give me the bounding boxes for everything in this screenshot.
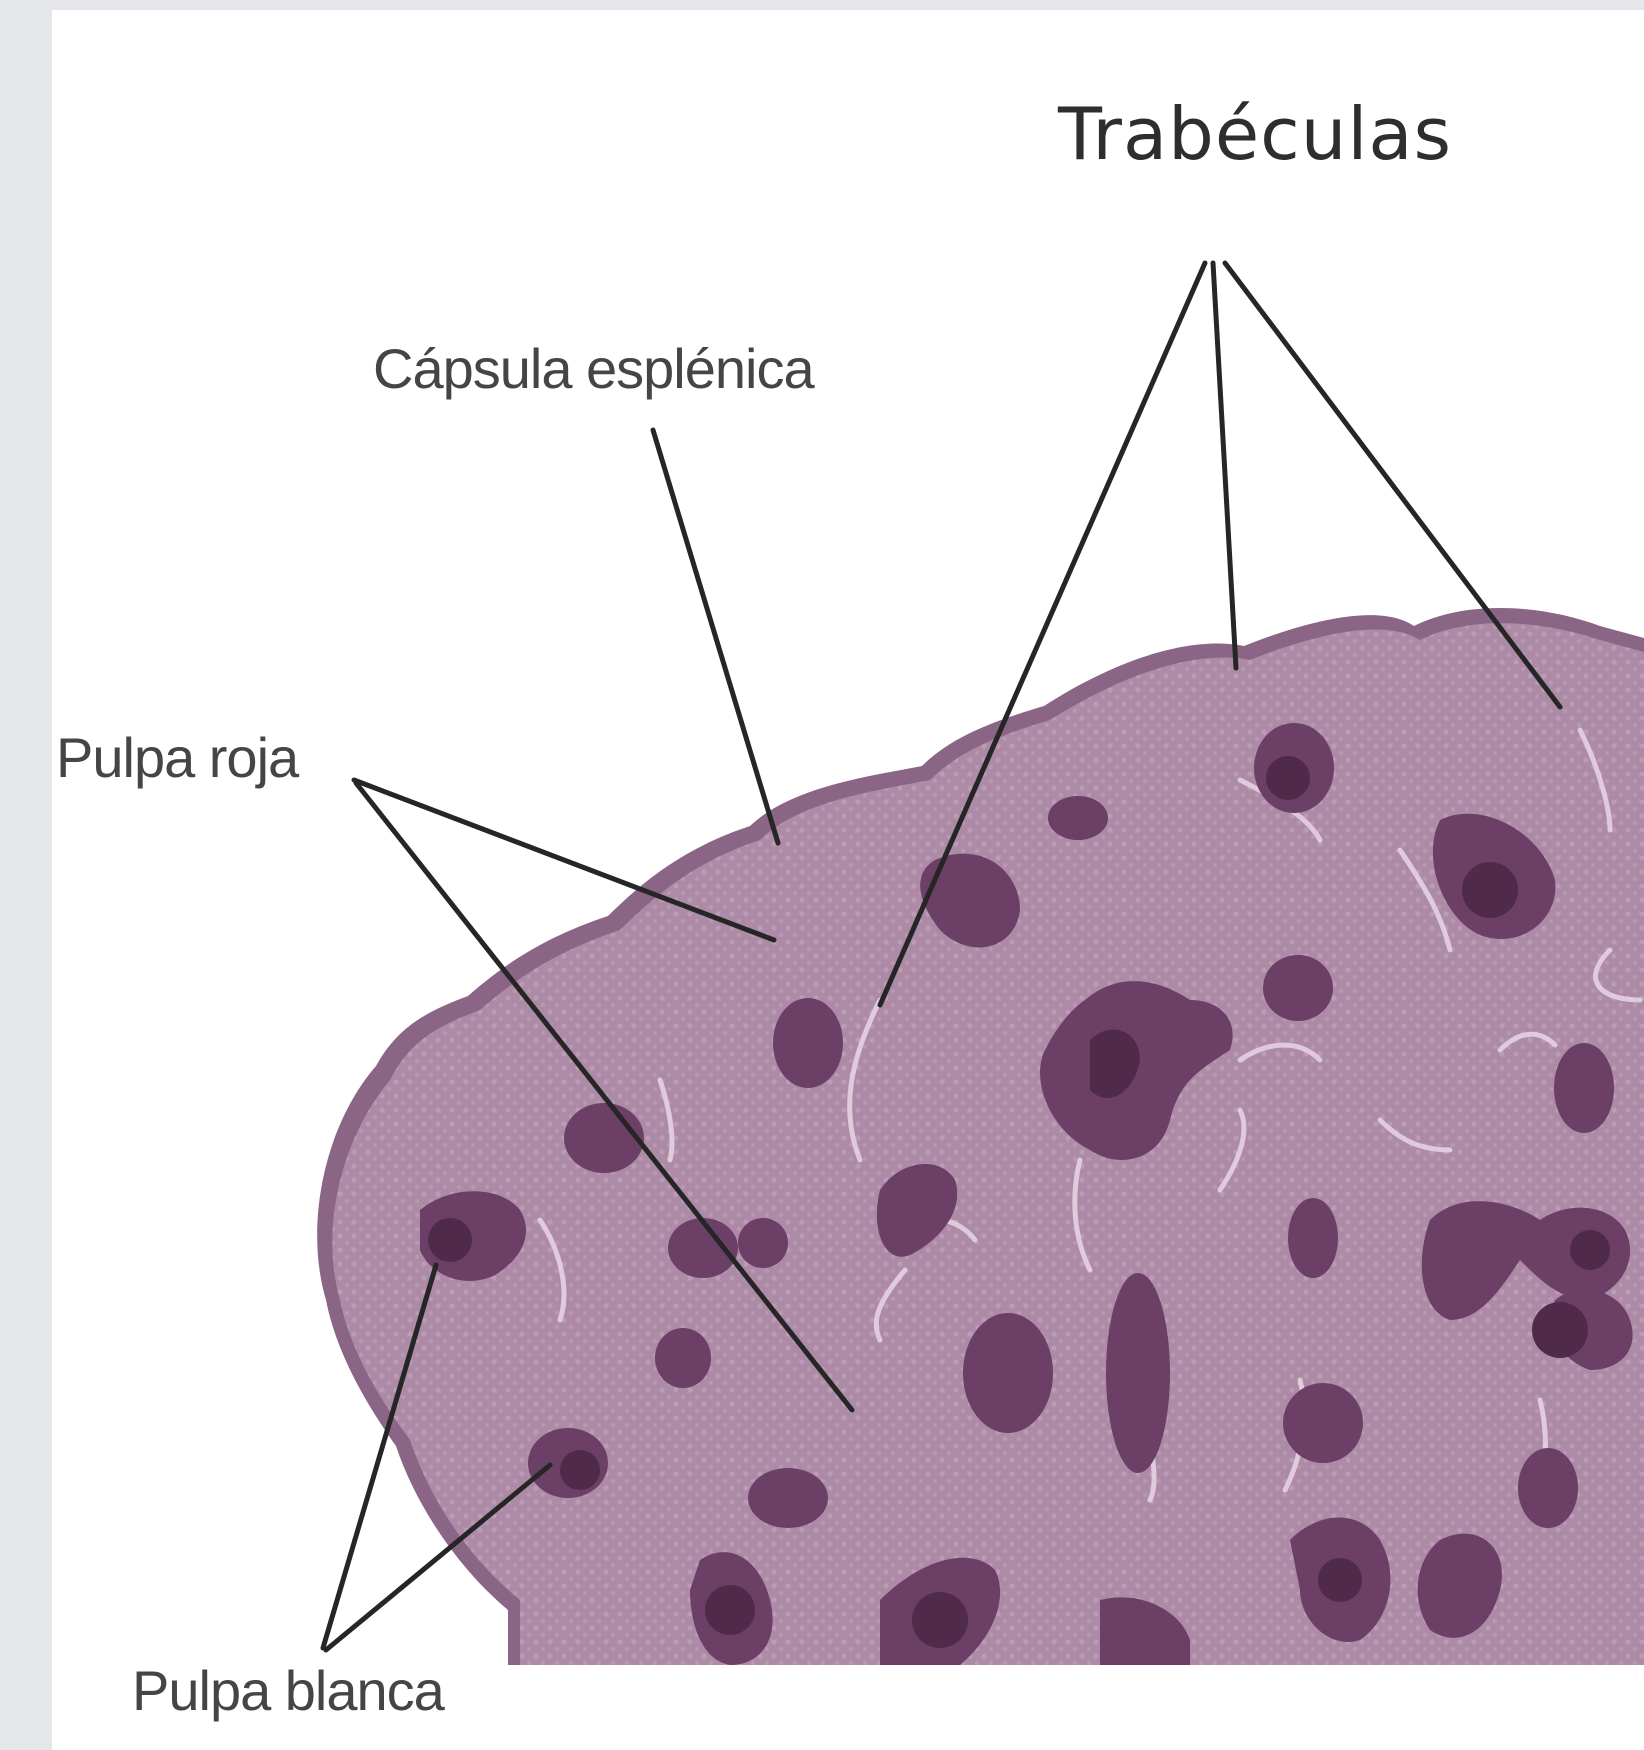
white-pulp-nodule <box>748 1468 828 1528</box>
white-pulp-centre <box>560 1450 600 1490</box>
white-pulp-nodule <box>1554 1043 1614 1133</box>
white-pulp-nodule <box>1263 955 1333 1021</box>
leader-line-trabeculas <box>1213 263 1236 668</box>
white-pulp-centre <box>1318 1558 1362 1602</box>
white-pulp-nodule <box>1283 1383 1363 1463</box>
white-pulp-nodule <box>668 1218 738 1278</box>
white-pulp-nodule <box>1518 1448 1578 1528</box>
white-pulp-nodule <box>738 1218 788 1268</box>
white-pulp-nodule <box>773 998 843 1088</box>
white-pulp-nodule <box>655 1328 711 1388</box>
white-pulp-centre <box>705 1585 755 1635</box>
white-pulp-centre <box>1462 862 1518 918</box>
white-pulp-nodule <box>1288 1198 1338 1278</box>
white-pulp-centre <box>912 1592 968 1648</box>
label-capsula-esplenica: Cápsula esplénica <box>373 336 814 401</box>
white-pulp-nodule <box>1048 796 1108 840</box>
white-pulp-centre <box>428 1218 472 1262</box>
label-trabeculas: Trabéculas <box>1058 92 1452 176</box>
white-pulp-centre <box>1570 1230 1610 1270</box>
white-pulp-nodule <box>963 1313 1053 1433</box>
white-pulp-centre <box>1532 1302 1588 1358</box>
label-pulpa-roja: Pulpa roja <box>56 725 298 790</box>
white-pulp-nodule <box>1106 1273 1170 1473</box>
white-pulp-centre <box>1266 756 1310 800</box>
label-pulpa-blanca: Pulpa blanca <box>132 1658 444 1723</box>
leader-line-capsula <box>653 430 778 843</box>
white-pulp-nodule <box>564 1103 644 1173</box>
